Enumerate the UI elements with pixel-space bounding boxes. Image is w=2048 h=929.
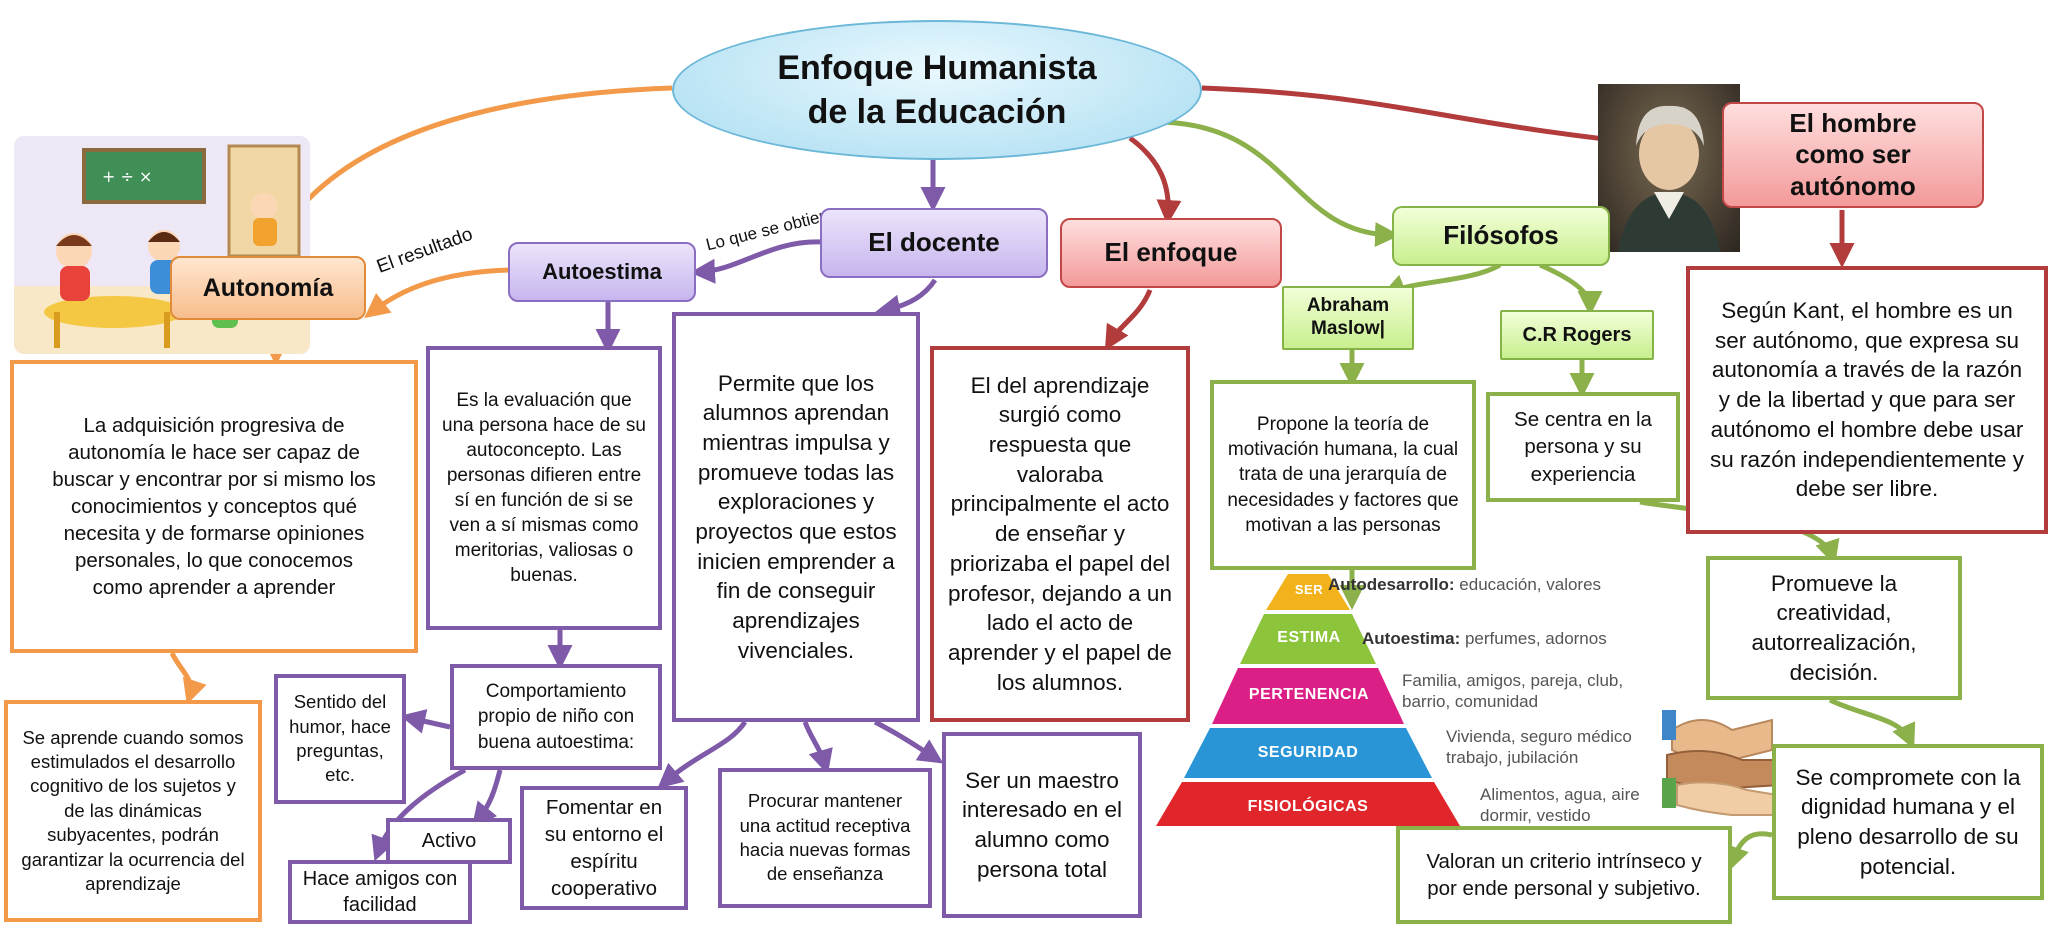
pyramid-level-3 [1212, 668, 1404, 724]
pyramid-label-5: FISIOLÓGICAS [1247, 798, 1369, 815]
conn-title-autonomia [267, 85, 673, 257]
pyramid-level-5 [1156, 782, 1460, 826]
aprende-box: Se aprende cuando somos estimulados el d… [4, 700, 262, 922]
pyramid-desc-1-text: educación, valores [1459, 575, 1602, 594]
classroom-illustration: + ÷ × [14, 136, 310, 354]
pyramid-desc-5: Alimentos, agua, aire dormir, vestido [1480, 785, 1640, 824]
pyramid-desc-4: Vivienda, seguro médico trabajo, jubilac… [1446, 727, 1632, 768]
node-hombre: El hombre como ser autónomo [1722, 102, 1984, 208]
amigos-box: Hace amigos con facilidad [288, 860, 472, 924]
conn-docente-autoestima [690, 239, 823, 284]
conn-autoestima-autonomia [364, 267, 511, 319]
pyramid-label-1: SER [1294, 582, 1324, 597]
pyramid-label-2: ESTIMA [1277, 629, 1341, 646]
svg-text:+ ÷ ×: + ÷ × [102, 167, 152, 186]
activo-box: Activo [386, 818, 512, 864]
node-filosofos: Filósofos [1392, 206, 1610, 266]
conn-title-filosofos [1159, 119, 1400, 248]
fomentar-box: Fomentar en su entorno el espíritu coope… [520, 786, 688, 910]
node-maslow: Abraham Maslow| [1282, 286, 1414, 350]
sentido-box: Sentido del humor, hace preguntas, etc. [274, 674, 406, 804]
conn-title-hombre [1201, 85, 1700, 160]
node-rogers: C.R Rogers [1500, 310, 1654, 360]
conn-def-maestro [873, 719, 944, 764]
autonomia-definition: La adquisición progresiva de autonomía l… [10, 360, 418, 653]
pyramid-level-1 [1266, 574, 1350, 610]
conn-def-procurar [802, 721, 833, 775]
pyramid-desc-2-bold: Autoestima: [1362, 629, 1461, 648]
docente-definition: Permite que los alumnos aprendan mientra… [672, 312, 920, 722]
enfoque-definition: El del aprendizaje surgió como respuesta… [930, 346, 1190, 722]
conn-def-aprende [169, 651, 207, 705]
pyramid-desc-1: Autodesarrollo: educación, valores [1328, 574, 1658, 595]
conn-comp-sentido [400, 709, 451, 734]
autoestima-definition: Es la evaluación que una persona hace de… [426, 346, 662, 630]
conn-comp-activo [471, 769, 503, 828]
title-ellipse: Enfoque Humanista de la Educación [672, 20, 1202, 160]
pyramid-desc-2: Autoestima: perfumes, adornos [1362, 628, 1658, 649]
conn-title-enfoque [1128, 135, 1182, 225]
hands-illustration [1662, 690, 1782, 820]
pyramid-level-4 [1184, 728, 1432, 778]
pyramid-label-3: PERTENENCIA [1248, 686, 1370, 703]
promueve-box: Promueve la creatividad, autorrealizació… [1706, 556, 1962, 700]
pyramid-level-2 [1240, 614, 1376, 664]
procurar-box: Procurar mantener una actitud receptiva … [718, 768, 932, 908]
conn-def-fomentar [657, 720, 748, 789]
valoran-box: Valoran un criterio intrínseco y por end… [1396, 826, 1732, 924]
maslow-definition: Propone la teoría de motivación humana, … [1210, 380, 1476, 570]
kant-portrait [1598, 84, 1740, 252]
conn-enfoque-def [1104, 289, 1153, 351]
node-enfoque: El enfoque [1060, 218, 1282, 288]
conn-filosofos-rogers [1539, 262, 1603, 316]
comportamiento-box: Comportamiento propio de niño con buena … [450, 664, 662, 770]
compromete-box: Se compromete con la dignidad humana y e… [1772, 744, 2044, 900]
pyramid-label-4: SEGURIDAD [1257, 744, 1359, 761]
maslow-pyramid: SER ESTIMA PERTENENCIA SEGURIDAD FISIOLÓ… [1140, 566, 1660, 826]
pyramid-desc-2-text: perfumes, adornos [1464, 629, 1607, 648]
maestro-box: Ser un maestro interesado en el alumno c… [942, 732, 1142, 918]
pyramid-desc-3: Familia, amigos, pareja, club, barrio, c… [1402, 671, 1624, 712]
node-autoestima: Autoestima [508, 242, 696, 302]
pyramid-desc-1-bold: Autodesarrollo: [1328, 575, 1455, 594]
page-title: Enfoque Humanista de la Educación [777, 48, 1097, 131]
conn-compromete-valoran [1725, 831, 1773, 872]
conn-promueve-compromete [1828, 697, 1916, 750]
kant-box: Según Kant, el hombre es un ser autónomo… [1686, 266, 2048, 534]
node-autonomia: Autonomía [170, 256, 366, 320]
conn-comp-amigos [371, 767, 467, 862]
rogers-definition: Se centra en la persona y su experiencia [1486, 392, 1680, 502]
node-docente: El docente [820, 208, 1048, 278]
conn-docente-def [875, 278, 938, 320]
